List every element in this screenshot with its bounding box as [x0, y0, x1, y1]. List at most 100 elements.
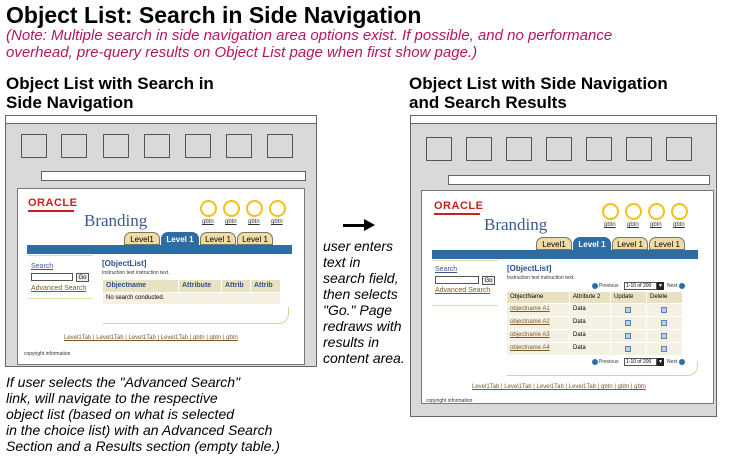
go-button[interactable]: Go [76, 273, 89, 282]
search-input[interactable] [31, 273, 73, 281]
table-row-name[interactable]: objectname A3 [507, 330, 569, 342]
next-link[interactable]: Next [667, 359, 678, 365]
toolbar-button[interactable] [426, 137, 452, 161]
gbtn-label[interactable]: gbtn [271, 219, 283, 225]
tab-level1[interactable]: Level1 [124, 232, 160, 245]
gbtn-circle-icon[interactable] [625, 203, 642, 220]
go-button[interactable]: Go [482, 276, 495, 285]
table-header-attrib: Attrib [251, 280, 280, 292]
table-row-attr: Data [570, 317, 610, 329]
next-icon[interactable] [679, 359, 685, 365]
update-icon[interactable] [625, 320, 631, 326]
footer-links[interactable]: Level1Tab | Level1Tab | Level1Tab | Leve… [64, 335, 238, 341]
right-heading: Object List with Side Navigation and Sea… [409, 74, 668, 112]
note-line: (Note: Multiple search in side navigatio… [6, 27, 613, 44]
side-navigation [432, 260, 498, 306]
gbtn-label[interactable]: gbtn [248, 219, 260, 225]
dropdown-arrow-icon[interactable]: ▼ [657, 358, 664, 366]
next-icon[interactable] [679, 283, 685, 289]
gbtn-circle-icon[interactable] [200, 200, 217, 217]
previous-link[interactable]: Previous [599, 283, 619, 289]
instruction-text: Instruction text instruction text. [507, 275, 575, 281]
gbtn-circle-icon[interactable] [602, 203, 619, 220]
advanced-search-link[interactable]: Advanced Search [435, 287, 491, 294]
toolbar-button[interactable] [185, 134, 211, 158]
advanced-search-link[interactable]: Advanced Search [31, 285, 87, 292]
gbtn-circle-icon[interactable] [246, 200, 263, 217]
table-row-name[interactable]: objectname A1 [507, 304, 569, 316]
search-label: Search [31, 263, 54, 270]
table-header-attrib: Attrib [222, 280, 250, 292]
update-icon[interactable] [625, 333, 631, 339]
arrow-text-line: results in [323, 334, 380, 350]
left-heading-line: Side Navigation [6, 93, 134, 112]
gbtn-label[interactable]: gbtn [627, 222, 639, 228]
table-row-name[interactable]: objectname A2 [507, 317, 569, 329]
bottom-note-line: Section and a Results section (empty tab… [6, 438, 280, 454]
toolbar-button[interactable] [466, 137, 492, 161]
search-input[interactable] [435, 276, 479, 284]
toolbar-button[interactable] [586, 137, 612, 161]
tab-level1[interactable]: Level 1 [200, 232, 236, 245]
arrow-text-line: "Go." Page [323, 302, 393, 318]
toolbar-button[interactable] [506, 137, 532, 161]
toolbar-button[interactable] [103, 134, 129, 158]
toolbar-button[interactable] [21, 134, 47, 158]
gbtn-label[interactable]: gbtn [604, 222, 616, 228]
objectname-link[interactable]: objectname A2 [510, 319, 550, 325]
delete-icon[interactable] [661, 346, 667, 352]
tab-level1[interactable]: Level 1 [649, 237, 685, 250]
toolbar-button[interactable] [546, 137, 572, 161]
toolbar-button[interactable] [226, 134, 252, 158]
previous-icon[interactable] [592, 359, 598, 365]
footer-links[interactable]: Level1Tab | Level1Tab | Level1Tab | Leve… [472, 384, 646, 390]
address-bar[interactable] [41, 171, 306, 181]
tab-level1-active[interactable]: Level 1 [573, 237, 611, 250]
previous-icon[interactable] [592, 283, 598, 289]
next-link[interactable]: Next [667, 283, 678, 289]
toolbar-button[interactable] [626, 137, 652, 161]
delete-icon[interactable] [661, 320, 667, 326]
gbtn-circle-icon[interactable] [671, 203, 688, 220]
right-heading-line: Object List with Side Navigation [409, 74, 668, 93]
delete-icon[interactable] [661, 333, 667, 339]
gbtn-circle-icon[interactable] [223, 200, 240, 217]
toolbar-button[interactable] [61, 134, 87, 158]
delete-icon[interactable] [661, 307, 667, 313]
update-icon[interactable] [625, 307, 631, 313]
range-select[interactable]: 1-10 of 200 [624, 282, 657, 290]
objectname-link[interactable]: objectname A3 [510, 332, 550, 338]
toolbar-button[interactable] [267, 134, 293, 158]
table-row-name[interactable]: objectname A4 [507, 343, 569, 355]
gbtn-label[interactable]: gbtn [673, 222, 685, 228]
window-titlebar [411, 116, 716, 124]
address-bar[interactable] [448, 175, 710, 185]
range-select[interactable]: 1-10 of 200 [624, 358, 657, 366]
gbtn-label[interactable]: gbtn [225, 219, 237, 225]
tab-level1[interactable]: Level 1 [612, 237, 648, 250]
gbtn-circle-icon[interactable] [269, 200, 286, 217]
objectname-link[interactable]: objectname A4 [510, 345, 550, 351]
toolbar-button[interactable] [144, 134, 170, 158]
tab-level1[interactable]: Level 1 [237, 232, 273, 245]
right-browser-window: ORACLE Branding gbtn gbtn gbtn gbtn Leve… [410, 115, 717, 417]
object-list-title: [ObjectList] [507, 264, 552, 273]
tab-level1-active[interactable]: Level 1 [161, 232, 199, 245]
right-page: ORACLE Branding gbtn gbtn gbtn gbtn Leve… [421, 190, 714, 404]
tab-level1[interactable]: Level1 [536, 237, 572, 250]
previous-link[interactable]: Previous [599, 359, 619, 365]
right-heading-line: and Search Results [409, 93, 567, 112]
gbtn-label[interactable]: gbtn [650, 222, 662, 228]
update-icon[interactable] [625, 346, 631, 352]
objectname-link[interactable]: objectname A1 [510, 306, 550, 312]
gbtn-label[interactable]: gbtn [202, 219, 214, 225]
table-header-objectname: Objectname [103, 280, 178, 292]
toolbar-button[interactable] [666, 137, 692, 161]
gbtn-circle-icon[interactable] [648, 203, 665, 220]
note: (Note: Multiple search in side navigatio… [6, 27, 612, 61]
page-title: Object List: Search in Side Navigation [6, 2, 422, 28]
tab-bar [432, 250, 698, 259]
dropdown-arrow-icon[interactable]: ▼ [657, 282, 664, 290]
left-page: ORACLE Branding gbtn gbtn gbtn gbtn Leve… [17, 188, 305, 365]
empty-table-message: No search conducted. [103, 293, 280, 304]
